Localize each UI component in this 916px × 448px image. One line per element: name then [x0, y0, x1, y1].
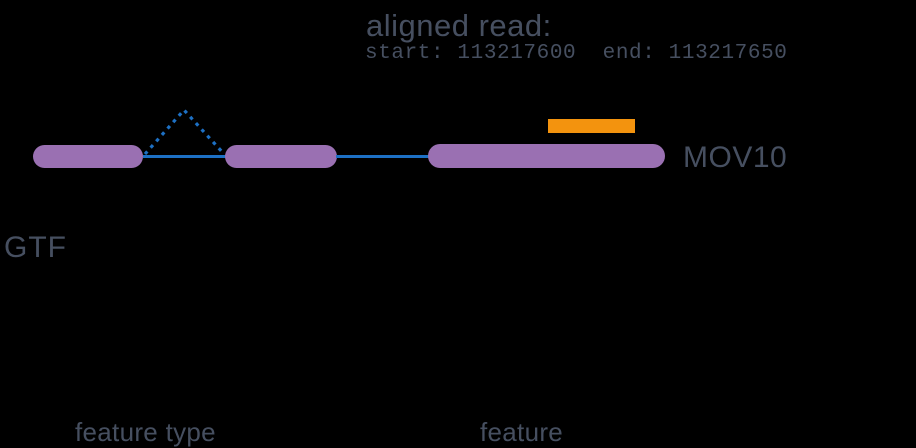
read-coordinates: start: 113217600 end: 113217650 [365, 42, 788, 65]
feature-type-label: feature type [75, 417, 216, 447]
exon-2 [225, 145, 337, 168]
gene-name-label: MOV10 [683, 141, 788, 174]
exon-1 [33, 145, 143, 168]
read-end-label: end: [602, 42, 656, 65]
exon-3 [428, 144, 665, 168]
read-end-value: 113217650 [668, 42, 788, 65]
gtf-label: GTF [4, 231, 67, 264]
intron-line-1 [143, 155, 226, 158]
intron-line-2 [336, 155, 429, 158]
aligned-read-title: aligned read: [366, 8, 552, 43]
splice-junction-caret [143, 107, 226, 156]
read-start-value: 113217600 [457, 42, 577, 65]
aligned-read-bar [548, 119, 635, 133]
read-start-label: start: [365, 42, 445, 65]
feature-label: feature [480, 417, 564, 447]
